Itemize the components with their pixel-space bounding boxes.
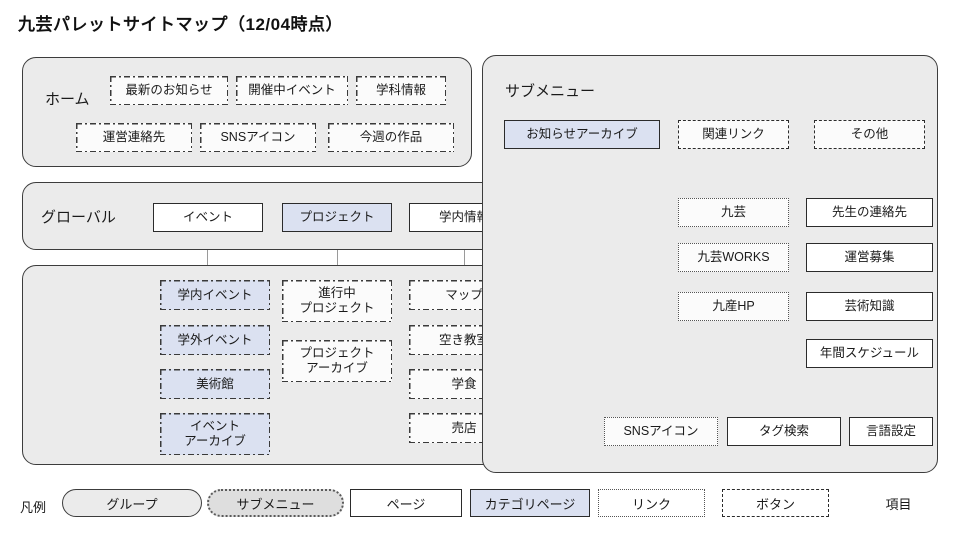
- group-global-label: グローバル: [41, 209, 116, 226]
- submenu-node-tag-search[interactable]: タグ検索: [727, 417, 841, 446]
- submenu-node-art-knowledge[interactable]: 芸術知識: [806, 292, 933, 321]
- home-node-weekly-work[interactable]: 今週の作品: [328, 123, 454, 152]
- page-node-museum[interactable]: 美術館: [160, 369, 270, 399]
- legend-label: 凡例: [20, 500, 47, 515]
- legend-chip-category: カテゴリページ: [470, 489, 590, 517]
- legend-chip-link: リンク: [598, 489, 705, 517]
- legend-chip-group: グループ: [62, 489, 202, 517]
- page-node-project-archive[interactable]: プロジェクト アーカイブ: [282, 340, 392, 382]
- submenu-node-kyusan-hp[interactable]: 九産HP: [678, 292, 789, 321]
- connector-event: [207, 232, 209, 280]
- submenu-node-related-links[interactable]: 関連リンク: [678, 120, 789, 149]
- submenu-node-other[interactable]: その他: [814, 120, 925, 149]
- legend-chip-button: ボタン: [722, 489, 829, 517]
- group-home-label: ホーム: [45, 91, 90, 108]
- home-node-latest-news[interactable]: 最新のお知らせ: [110, 76, 228, 105]
- home-node-sns-icons[interactable]: SNSアイコン: [200, 123, 316, 152]
- connector-campus: [464, 232, 466, 280]
- connector-project: [337, 232, 339, 280]
- global-node-projects[interactable]: プロジェクト: [282, 203, 392, 232]
- submenu-node-teacher-contact[interactable]: 先生の連絡先: [806, 198, 933, 227]
- legend-chip-submenu: サブメニュー: [207, 489, 344, 517]
- submenu-node-language-setting[interactable]: 言語設定: [849, 417, 933, 446]
- page-node-event-archive[interactable]: イベント アーカイブ: [160, 413, 270, 455]
- home-node-department-info[interactable]: 学科情報: [356, 76, 446, 105]
- submenu-node-staff-recruit[interactable]: 運営募集: [806, 243, 933, 272]
- global-node-events[interactable]: イベント: [153, 203, 263, 232]
- legend-chip-item: 項目: [845, 489, 952, 517]
- page-node-offcampus-event[interactable]: 学外イベント: [160, 325, 270, 355]
- page-node-ongoing-project[interactable]: 進行中 プロジェクト: [282, 280, 392, 322]
- home-node-ongoing-events[interactable]: 開催中イベント: [236, 76, 348, 105]
- submenu-node-news-archive[interactable]: お知らせアーカイブ: [504, 120, 660, 149]
- submenu-node-kyugei[interactable]: 九芸: [678, 198, 789, 227]
- page-node-campus-event[interactable]: 学内イベント: [160, 280, 270, 310]
- submenu-node-annual-schedule[interactable]: 年間スケジュール: [806, 339, 933, 368]
- page-title: 九芸パレットサイトマップ（12/04時点）: [18, 15, 344, 34]
- home-node-contact[interactable]: 運営連絡先: [76, 123, 192, 152]
- legend-chip-page: ページ: [350, 489, 462, 517]
- submenu-node-kyugei-works[interactable]: 九芸WORKS: [678, 243, 789, 272]
- group-submenu-label: サブメニュー: [505, 83, 596, 100]
- submenu-node-sns-icons[interactable]: SNSアイコン: [604, 417, 718, 446]
